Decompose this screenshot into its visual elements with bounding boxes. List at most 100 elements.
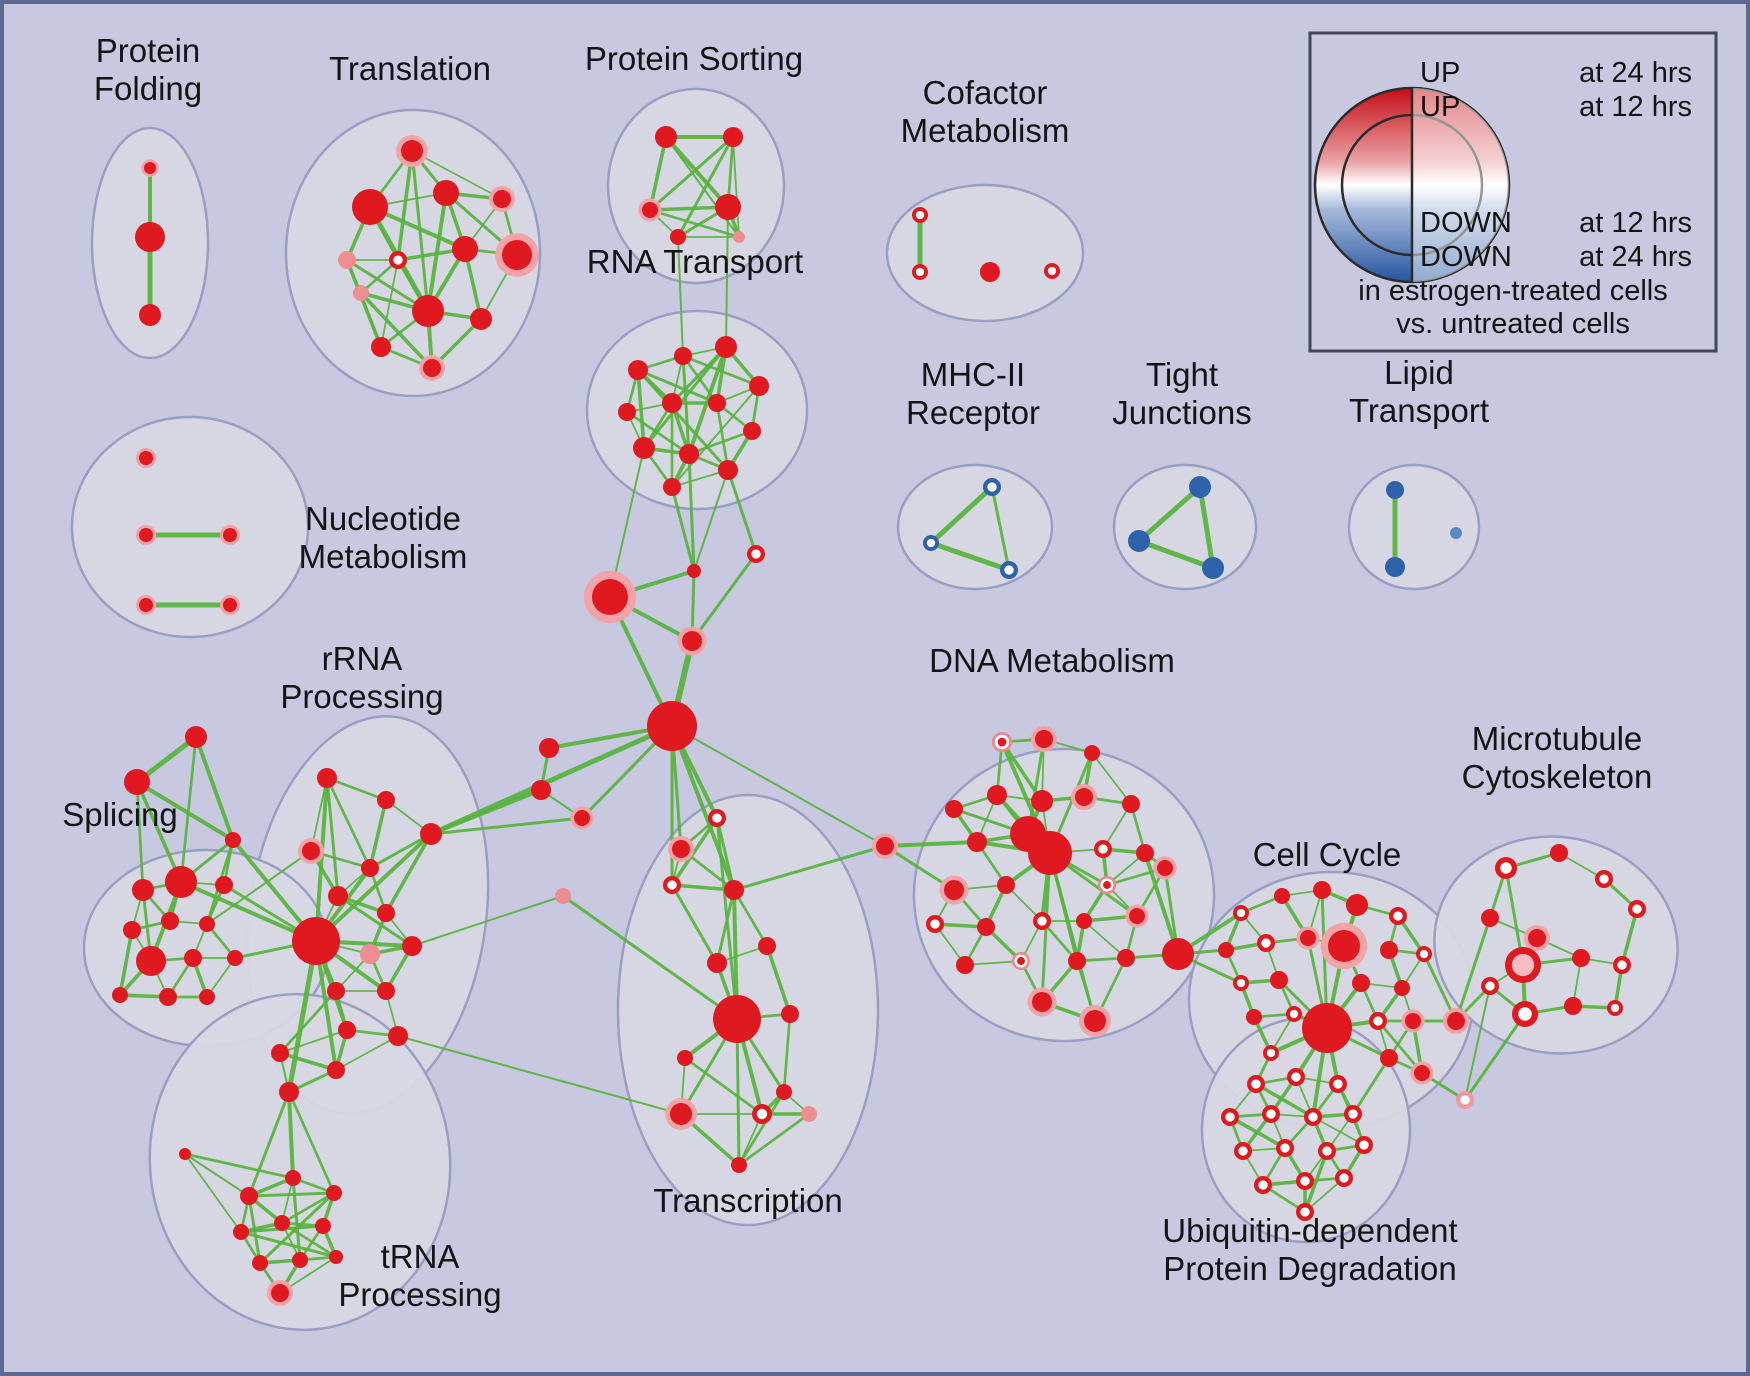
node-translation-10 xyxy=(371,337,391,357)
edge xyxy=(687,452,696,573)
node-splicing-11 xyxy=(227,950,243,966)
node-transcription-8 xyxy=(677,1050,693,1066)
edge xyxy=(1197,484,1216,571)
node-cell-cycle-18 xyxy=(1369,1012,1387,1030)
node-connectors-6 xyxy=(531,780,551,800)
legend-time-label: at 24 hrs xyxy=(1579,57,1692,89)
edge xyxy=(670,883,719,965)
edge xyxy=(737,1112,811,1167)
cluster-label-microtubule-cytoskeleton: Cytoskeleton xyxy=(1462,758,1653,795)
node-splicing-1 xyxy=(124,769,150,795)
edge xyxy=(732,888,769,948)
node-dna-metabolism-7 xyxy=(1122,795,1140,813)
legend-caption: vs. untreated cells xyxy=(1396,308,1630,340)
node-dna-metabolism-21 xyxy=(1125,904,1149,928)
node-rna-transport-1 xyxy=(674,347,692,365)
node-nucleotide-metabolism-1 xyxy=(135,524,157,546)
node-translation-0 xyxy=(396,135,428,167)
edge xyxy=(179,735,198,884)
edge xyxy=(990,485,1011,572)
edge xyxy=(726,468,758,556)
node-dna-metabolism-11 xyxy=(1094,840,1112,858)
edge xyxy=(671,725,886,847)
node-dna-metabolism-13 xyxy=(939,875,969,905)
node-microtubule-cytoskeleton-8 xyxy=(1613,956,1631,974)
node-rrna-processing-14 xyxy=(327,1061,345,1079)
cluster-label-protein-folding: Protein xyxy=(96,32,201,69)
edge xyxy=(396,149,414,262)
edge xyxy=(1351,1056,1391,1116)
edge xyxy=(648,135,668,212)
cluster-label-nucleotide-metabolism: Metabolism xyxy=(299,538,468,575)
edge xyxy=(625,410,691,456)
node-protein-sorting-1 xyxy=(723,127,743,147)
node-microtubule-cytoskeleton-12 xyxy=(1607,1000,1623,1016)
edge xyxy=(693,469,729,572)
edge xyxy=(384,832,433,915)
node-rna-transport-9 xyxy=(679,444,699,464)
node-trna-processing-3 xyxy=(285,1170,301,1186)
node-protein-sorting-0 xyxy=(655,126,677,148)
node-rrna-processing-3 xyxy=(297,837,325,865)
edge xyxy=(690,552,758,643)
node-trna-processing-8 xyxy=(252,1255,268,1271)
node-trna-processing-5 xyxy=(233,1224,249,1240)
edge xyxy=(1136,538,1216,571)
edge xyxy=(278,1051,338,1072)
edge xyxy=(325,776,340,898)
node-transcription-10 xyxy=(665,1098,697,1130)
edge xyxy=(671,385,760,488)
cluster-label-nucleotide-metabolism: Nucleotide xyxy=(305,500,461,537)
node-lipid-transport-2 xyxy=(1450,527,1462,539)
node-dna-metabolism-23 xyxy=(1012,952,1030,970)
node-microtubule-cytoskeleton-9 xyxy=(1481,977,1499,995)
cluster-label-ubiquitin-degradation: Protein Degradation xyxy=(1163,1250,1457,1287)
node-cell-cycle-12 xyxy=(1270,971,1288,989)
node-rrna-processing-7 xyxy=(292,917,340,965)
node-transcription-3 xyxy=(724,880,744,900)
edge xyxy=(325,776,372,870)
node-dna-metabolism-5 xyxy=(1031,790,1053,812)
node-trna-processing-9 xyxy=(292,1252,308,1268)
legend-direction-label: DOWN xyxy=(1420,241,1512,273)
edge xyxy=(735,1017,741,1167)
node-dna-metabolism-20 xyxy=(1076,913,1092,929)
cluster-label-splicing: Splicing xyxy=(62,796,178,833)
node-mhc-ii-receptor-1 xyxy=(923,535,939,551)
edge xyxy=(715,401,730,472)
node-cell-cycle-19 xyxy=(1401,1009,1425,1033)
cluster-label-translation: Translation xyxy=(329,50,491,87)
node-protein-sorting-2 xyxy=(638,198,662,222)
node-rna-transport-8 xyxy=(633,437,655,459)
node-dna-metabolism-17 xyxy=(926,915,944,933)
node-nucleotide-metabolism-3 xyxy=(135,594,157,616)
node-dna-metabolism-24 xyxy=(1068,952,1086,970)
node-cell-cycle-15 xyxy=(1246,1009,1262,1025)
node-rna-transport-11 xyxy=(663,478,681,496)
cluster-label-lipid-transport: Lipid xyxy=(1384,354,1454,391)
node-connectors-8 xyxy=(555,888,571,904)
edge xyxy=(1083,920,1127,959)
node-ubiquitin-degradation-13 xyxy=(1335,1169,1353,1187)
node-connectors-7 xyxy=(570,806,594,830)
node-splicing-13 xyxy=(199,989,215,1005)
node-microtubule-cytoskeleton-5 xyxy=(1523,924,1551,952)
node-dna-metabolism-22 xyxy=(956,956,974,974)
edge xyxy=(194,735,235,842)
node-microtubule-cytoskeleton-3 xyxy=(1628,900,1646,918)
node-rna-transport-0 xyxy=(628,360,648,380)
node-splicing-4 xyxy=(165,866,197,898)
node-rrna-processing-11 xyxy=(377,982,395,1000)
node-cell-cycle-21 xyxy=(1380,1049,1398,1067)
node-rrna-processing-5 xyxy=(328,886,348,906)
node-microtubule-cytoskeleton-11 xyxy=(1564,997,1582,1015)
node-splicing-3 xyxy=(132,879,154,901)
cluster-label-tight-junctions: Tight xyxy=(1146,356,1218,393)
node-splicing-12 xyxy=(159,988,177,1006)
node-dna-metabolism-19 xyxy=(1033,912,1051,930)
node-ubiquitin-degradation-11 xyxy=(1254,1176,1272,1194)
node-connectors-10 xyxy=(1162,938,1194,970)
edge xyxy=(1254,1082,1315,1119)
edge xyxy=(648,205,730,212)
